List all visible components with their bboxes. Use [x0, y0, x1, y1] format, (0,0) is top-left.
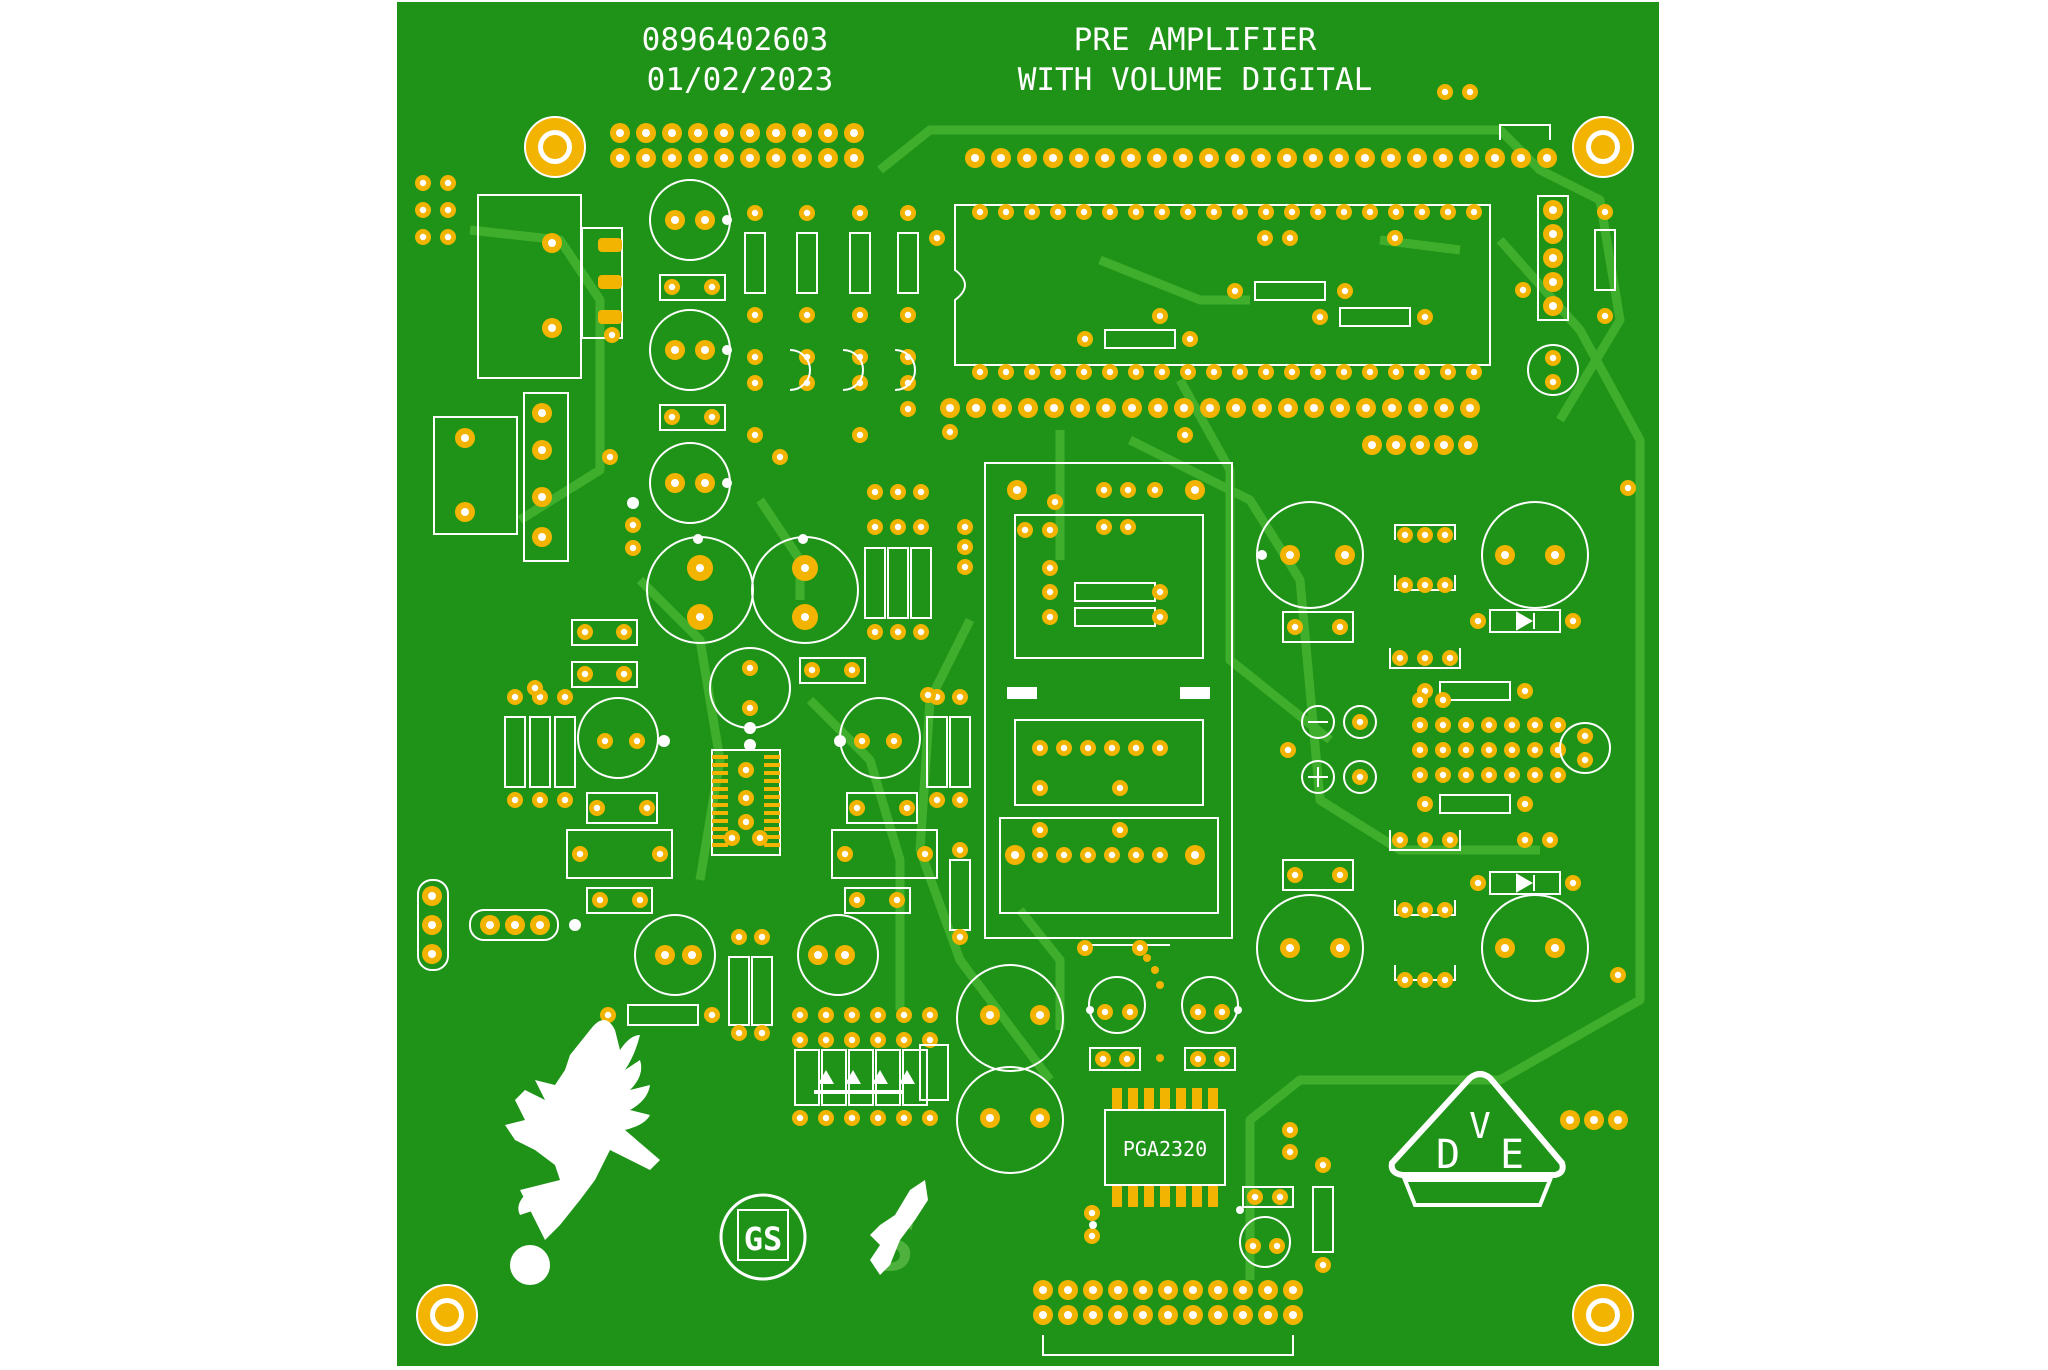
dve-letter-v: V — [1469, 1106, 1491, 1147]
mounting-hole — [1572, 116, 1634, 178]
smd-ic-center — [711, 739, 781, 856]
dve-logo: D V E — [1388, 1071, 1566, 1207]
board-title-line1: PRE AMPLIFIER — [1074, 22, 1317, 58]
connector-right — [1515, 195, 1636, 496]
pin-header-top-right — [965, 84, 1557, 168]
board-title-line2: WITH VOLUME DIGITAL — [1018, 62, 1373, 98]
opamp-right — [831, 697, 938, 879]
lower-left-section — [600, 914, 949, 1126]
display-module — [984, 462, 1233, 939]
mcu-socket — [954, 204, 1491, 380]
pin-header-bottom — [1033, 1280, 1303, 1356]
connector-left — [415, 175, 641, 971]
gs-logo-text: GS — [744, 1220, 783, 1258]
capacitors-left — [646, 534, 859, 734]
regulator-section — [649, 179, 945, 524]
opamp-left — [566, 697, 673, 879]
board-date: 01/02/2023 — [647, 62, 834, 98]
mounting-hole — [1572, 1284, 1634, 1346]
copper-traces — [469, 125, 1645, 1280]
eagle-logo-large — [505, 1020, 660, 1285]
mounting-hole — [416, 1284, 478, 1346]
pga2320-label: PGA2320 — [1123, 1137, 1207, 1161]
small-capacitors — [527, 619, 936, 914]
eagle-logo-small — [870, 1180, 928, 1275]
resistor-stacks — [504, 484, 973, 945]
dve-letter-e: E — [1500, 1132, 1524, 1178]
mounting-hole — [524, 116, 586, 178]
dve-letter-d: D — [1436, 1132, 1460, 1178]
gs-logo: GS — [719, 1193, 807, 1281]
power-section-right — [1256, 501, 1628, 1130]
capacitors-bottom-center — [956, 964, 1334, 1273]
phone-number: 0896402603 — [642, 22, 829, 58]
pga2320-section: PGA2320 — [1077, 940, 1242, 1244]
